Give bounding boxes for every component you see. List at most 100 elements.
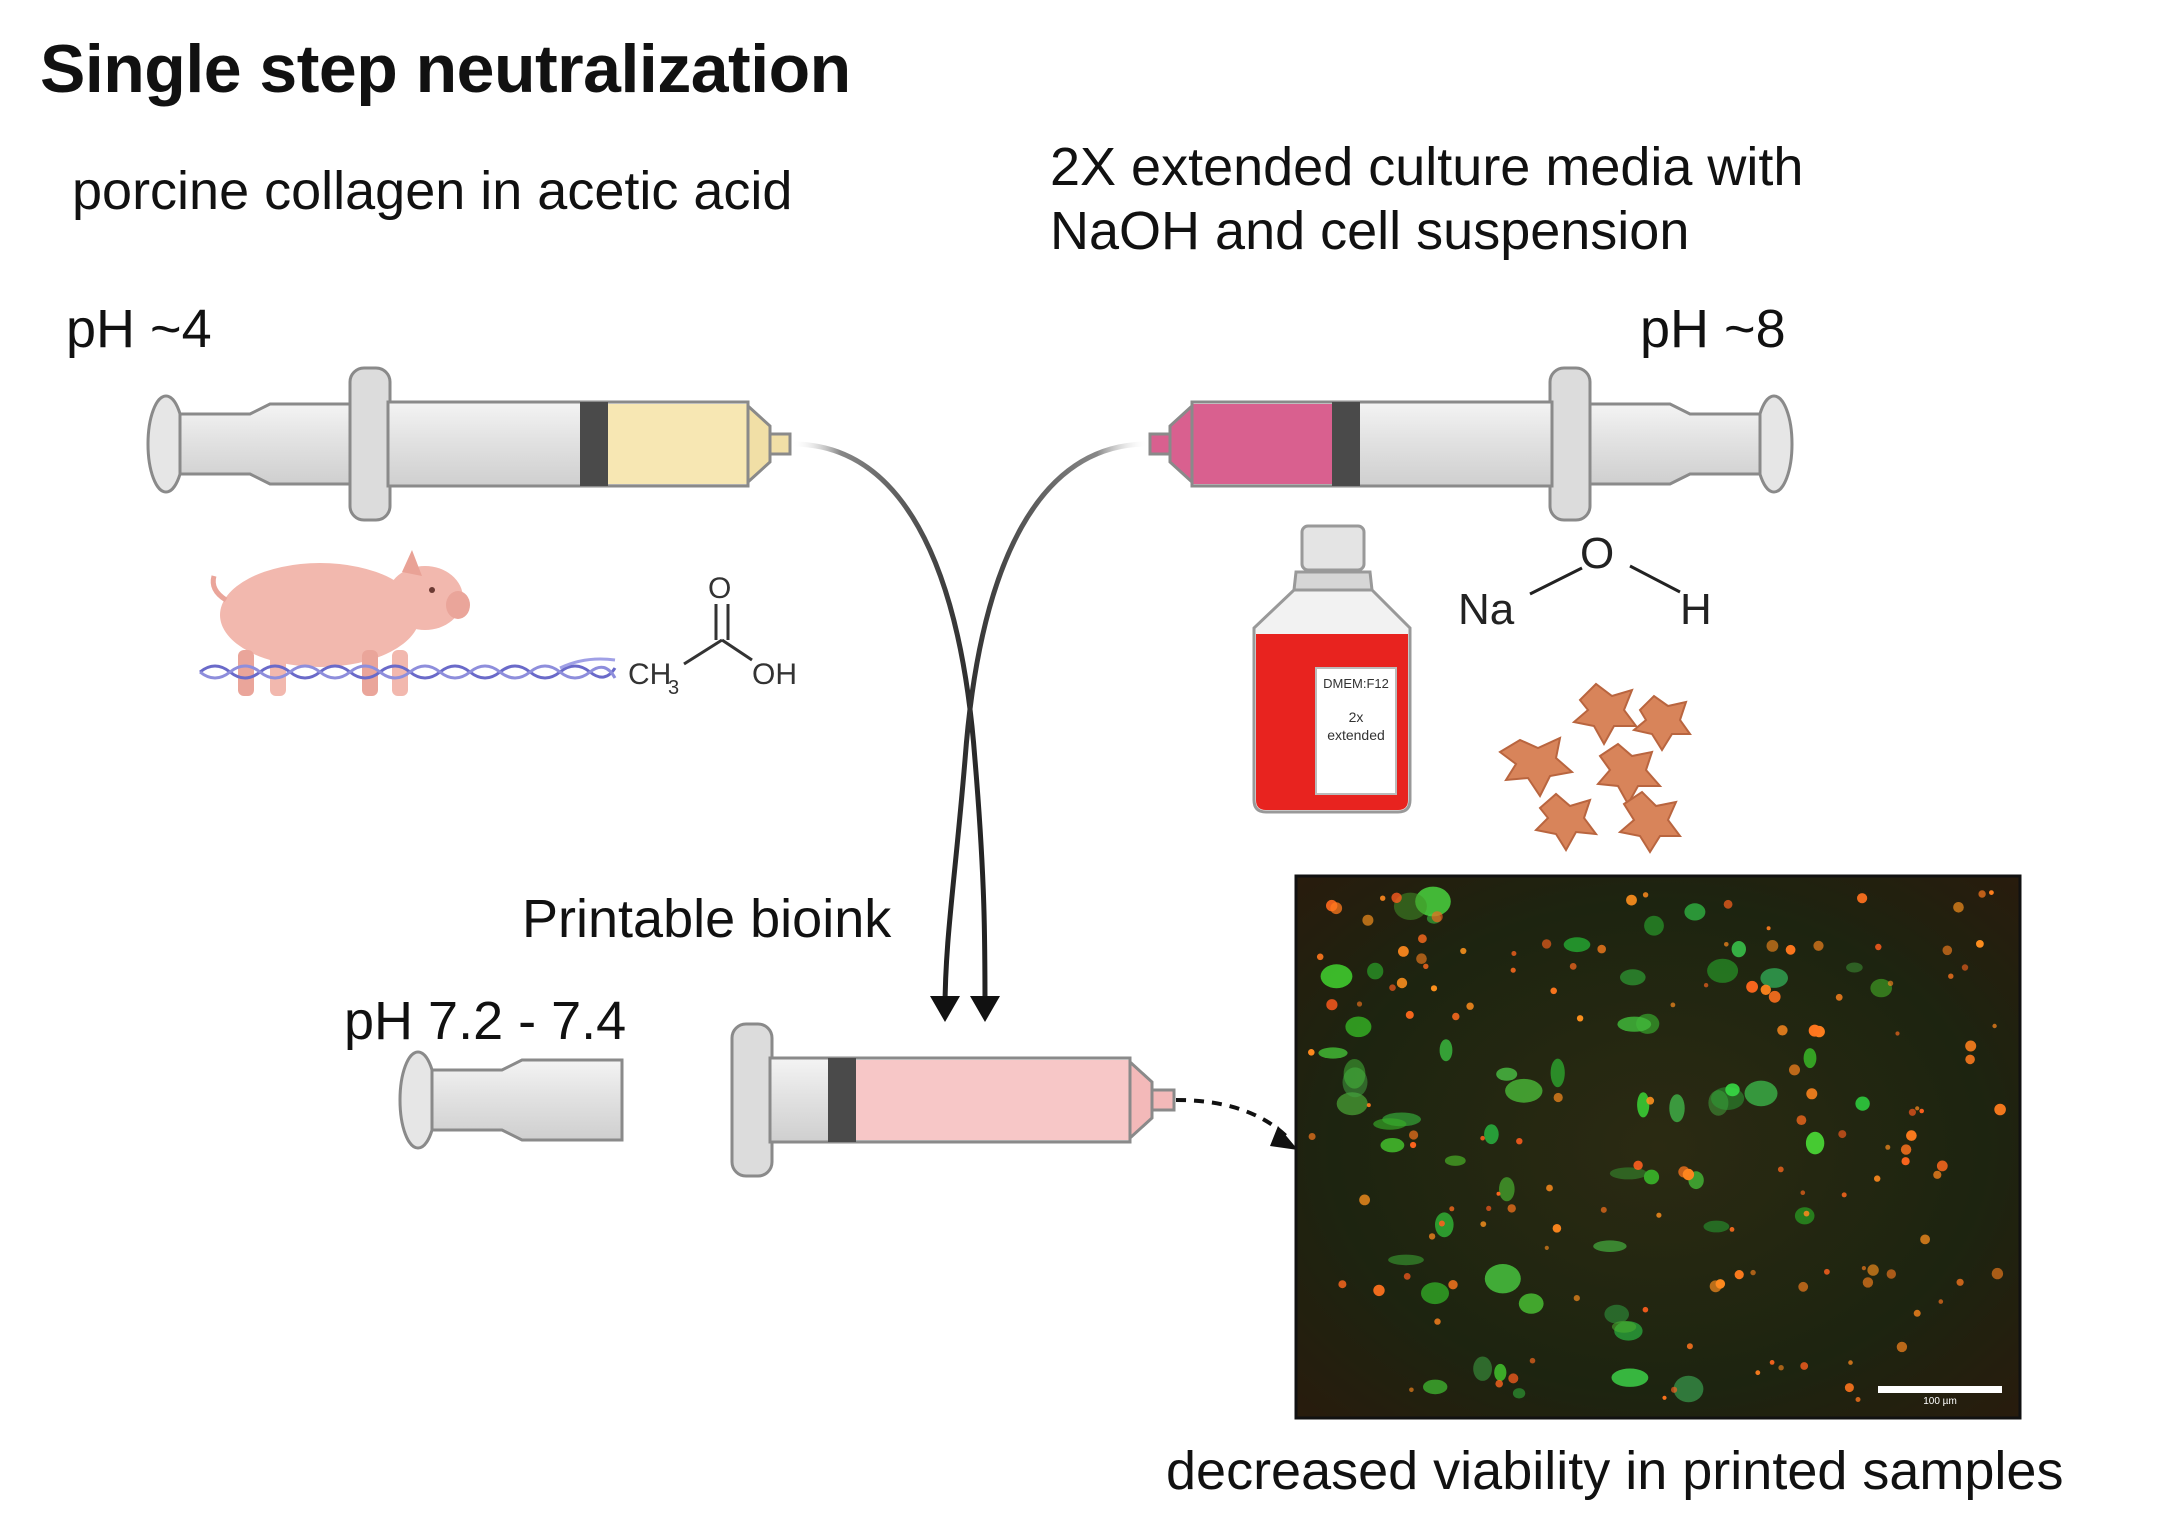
dead-cell-mark xyxy=(1862,1277,1874,1288)
dead-cell-mark xyxy=(1703,983,1709,988)
live-cell-mark xyxy=(1673,1375,1704,1403)
dead-cell-mark xyxy=(1597,944,1606,954)
dead-cell-mark xyxy=(1389,984,1396,991)
dead-cell-mark xyxy=(1933,1170,1942,1179)
live-cell-mark xyxy=(1484,1124,1499,1145)
live-cell-mark xyxy=(1731,941,1747,958)
dead-cell-mark xyxy=(1686,1343,1693,1350)
dead-cell-mark xyxy=(1682,1168,1695,1181)
live-cell-mark xyxy=(1499,1177,1515,1202)
dead-cell-mark xyxy=(1529,1357,1536,1364)
dead-cell-mark xyxy=(1838,1130,1847,1139)
bottle-label-line3: extended xyxy=(1327,727,1385,743)
live-cell-mark xyxy=(1380,1138,1405,1153)
dead-cell-mark xyxy=(1326,999,1338,1011)
dead-cell-mark xyxy=(1495,1379,1503,1388)
dead-cell-mark xyxy=(1330,902,1343,915)
dead-cell-mark xyxy=(1734,1270,1744,1280)
dead-cell-mark xyxy=(1405,1010,1414,1019)
arrowhead-left xyxy=(930,996,960,1022)
dead-cell-mark xyxy=(1480,1221,1487,1227)
dead-cell-mark xyxy=(1715,1279,1726,1289)
dead-cell-mark xyxy=(1936,1160,1948,1172)
dead-cell-mark xyxy=(1642,1306,1649,1313)
live-cell-mark xyxy=(1496,1067,1518,1081)
bioink-fill xyxy=(856,1060,1130,1140)
dead-cell-mark xyxy=(1431,911,1443,923)
media-fill xyxy=(1192,404,1332,484)
live-cell-mark xyxy=(1637,1092,1650,1118)
dead-cell-mark xyxy=(1915,1106,1920,1111)
live-cell-mark xyxy=(1707,958,1739,983)
pig-icon xyxy=(210,550,470,696)
live-cell-mark xyxy=(1669,1094,1685,1123)
dead-cell-mark xyxy=(1886,1269,1897,1279)
dead-cell-mark xyxy=(1391,892,1402,903)
dead-cell-mark xyxy=(1855,1397,1861,1402)
carbonyl-o-label: O xyxy=(708,572,731,605)
figure-title: Single step neutralization xyxy=(40,31,851,107)
dead-cell-mark xyxy=(1994,1103,2006,1116)
live-cell-mark xyxy=(1345,1016,1372,1038)
right-tube xyxy=(942,441,1149,1011)
dead-cell-mark xyxy=(1356,1001,1363,1007)
result-label: decreased viability in printed samples xyxy=(1166,1441,2064,1501)
acetic-acid-structure: CH 3 O OH xyxy=(628,572,797,699)
dead-cell-mark xyxy=(1423,963,1429,969)
dead-cell-mark xyxy=(1789,1064,1800,1076)
right-syringe xyxy=(1148,366,1794,522)
dashed-arrowhead xyxy=(1270,1126,1298,1150)
live-cell-mark xyxy=(1320,964,1353,989)
arrowhead-right xyxy=(970,996,1000,1022)
hydroxyl-label: OH xyxy=(752,658,797,691)
live-cell-mark xyxy=(1494,1363,1507,1382)
live-cell-mark xyxy=(1373,1118,1407,1130)
dead-cell-mark xyxy=(1646,1096,1655,1105)
dead-cell-mark xyxy=(1938,1299,1944,1304)
dead-cell-mark xyxy=(1746,980,1758,993)
dead-cell-mark xyxy=(1507,1204,1516,1213)
dead-cell-mark xyxy=(1510,967,1516,973)
live-cell-mark xyxy=(1644,915,1664,936)
collagen-fiber-icon xyxy=(199,657,617,680)
mixed-syringe xyxy=(398,1022,1176,1178)
dead-cell-mark xyxy=(1913,1309,1921,1317)
dead-cell-mark xyxy=(1750,1269,1756,1276)
dead-cell-mark xyxy=(1901,1157,1910,1166)
dead-cell-mark xyxy=(1550,987,1557,995)
dead-cell-mark xyxy=(1573,1295,1580,1302)
live-cell-mark xyxy=(1439,1039,1453,1062)
dead-cell-mark xyxy=(1569,963,1577,970)
collagen-fill xyxy=(608,404,748,484)
dead-cell-mark xyxy=(1766,926,1771,931)
scale-bar xyxy=(1878,1386,2002,1393)
live-cell-mark xyxy=(1343,1059,1366,1089)
dead-cell-mark xyxy=(1449,1206,1455,1212)
dead-cell-mark xyxy=(1724,942,1729,947)
dead-cell-mark xyxy=(1755,1370,1761,1376)
live-cell-mark xyxy=(1421,1282,1449,1305)
dead-cell-mark xyxy=(1813,940,1824,951)
left-syringe xyxy=(146,366,792,522)
dead-cell-mark xyxy=(1992,1023,1997,1029)
h-label: H xyxy=(1680,585,1712,634)
ch3-label: CH xyxy=(628,658,671,691)
dead-cell-mark xyxy=(1942,945,1953,956)
bottle-label-line1: DMEM:F12 xyxy=(1323,676,1389,691)
dead-cell-mark xyxy=(1948,973,1954,979)
dead-cell-mark xyxy=(1553,1092,1563,1103)
dead-cell-mark xyxy=(1965,1040,1977,1052)
dead-cell-mark xyxy=(1544,1245,1549,1250)
bioink-label: Printable bioink xyxy=(522,889,892,949)
dead-cell-mark xyxy=(1626,894,1637,906)
mixed-syringe-ph: pH 7.2 - 7.4 xyxy=(344,991,627,1051)
dead-cell-mark xyxy=(1418,934,1427,944)
dead-cell-mark xyxy=(1785,944,1796,955)
dead-cell-mark xyxy=(1835,993,1843,1001)
live-cell-mark xyxy=(1550,1058,1565,1088)
dead-cell-mark xyxy=(1546,1184,1553,1192)
live-cell-mark xyxy=(1760,968,1788,988)
live-cell-mark xyxy=(1563,937,1591,953)
live-cell-mark xyxy=(1604,1304,1629,1324)
live-cell-mark xyxy=(1846,962,1863,973)
